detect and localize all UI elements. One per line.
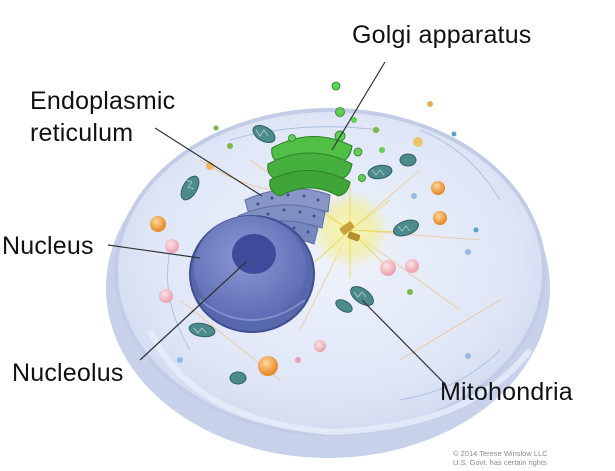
leader-lines	[107, 61, 446, 385]
small-granules	[177, 101, 479, 363]
golgi-apparatus	[267, 81, 385, 197]
golgi-leader	[331, 61, 386, 151]
vesicles	[150, 137, 447, 376]
label-golgi-apparatus: Golgi apparatus	[352, 21, 532, 49]
er-leader	[154, 127, 263, 197]
mitochondria	[180, 124, 419, 385]
mitochondria-leader	[361, 299, 446, 385]
mitochondria-cristae	[185, 129, 411, 334]
centrioles	[339, 221, 361, 242]
cell-rim-highlight	[147, 328, 533, 436]
nucleus-leader	[107, 244, 201, 259]
copyright-line1: © 2014 Terese Winslow LLC	[453, 449, 548, 458]
label-endoplasmic-reticulum-line2: reticulum	[30, 119, 134, 147]
label-nucleus: Nucleus	[2, 232, 94, 260]
copyright-line2: U.S. Govt. has certain rights	[453, 458, 547, 467]
nucleolus	[232, 234, 276, 274]
microtubules	[167, 126, 501, 401]
label-nucleolus: Nucleolus	[12, 359, 124, 387]
nucleolus-leader	[139, 261, 247, 361]
nucleus	[189, 215, 315, 333]
label-endoplasmic-reticulum-line1: Endoplasmic	[30, 87, 176, 115]
label-mitochondria: Mitohondria	[440, 378, 573, 406]
